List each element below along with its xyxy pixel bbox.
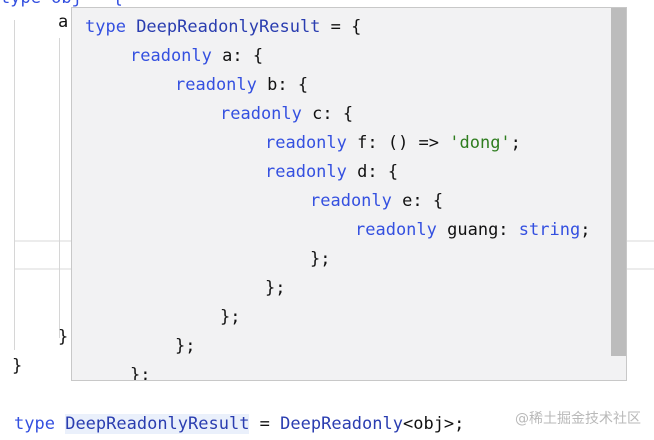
generic-type-name[interactable]: DeepReadonly [280, 414, 403, 434]
code-close-outer[interactable]: } [12, 356, 23, 376]
indent-guide [59, 38, 60, 338]
code-token: b: { [256, 75, 309, 95]
tooltip-code-line: readonly c: { [220, 100, 353, 129]
code-token: readonly [220, 104, 302, 124]
tooltip-code-line: }; [310, 245, 330, 274]
tooltip-code-line: readonly guang: string; [355, 216, 590, 245]
code-token: ; [510, 133, 521, 153]
code-token: type [85, 17, 137, 37]
equals: = [249, 414, 281, 434]
code-token: readonly [130, 46, 212, 66]
code-token: DeepReadonlyResult [136, 17, 321, 37]
code-token: readonly [265, 133, 347, 153]
code-token: = { [320, 17, 362, 37]
code-token: }; [220, 307, 241, 327]
code-token: }; [130, 365, 151, 381]
code-token: f: () => [346, 133, 450, 153]
type-args: <obj>; [402, 414, 465, 434]
watermark: @稀土掘金技术社区 [515, 411, 641, 427]
tooltip-code-line: }; [220, 303, 240, 332]
hover-tooltip: type DeepReadonlyResult = {readonly a: {… [71, 7, 627, 381]
tooltip-code-line: readonly a: { [130, 42, 263, 71]
code-token: readonly [355, 220, 437, 240]
code-token: a: { [211, 46, 264, 66]
tooltip-code-line: }; [130, 361, 151, 381]
code-token: }; [175, 336, 196, 356]
code-token: }; [310, 249, 331, 269]
code-token: readonly [175, 75, 257, 95]
indent-guide [14, 20, 15, 350]
tooltip-code-line: readonly f: () => 'dong'; [265, 129, 521, 158]
tooltip-code-line: readonly b: { [175, 71, 308, 100]
tooltip-code-line: }; [175, 332, 195, 361]
tooltip-scrollbar[interactable] [611, 8, 626, 356]
code-token: c: { [301, 104, 354, 124]
code-token: e: { [391, 191, 444, 211]
code-token: d: { [346, 162, 399, 182]
code-token: readonly [310, 191, 392, 211]
code-line-bottom[interactable]: type DeepReadonlyResult = DeepReadonly<o… [14, 414, 464, 434]
tooltip-code-line: type DeepReadonlyResult = { [85, 13, 361, 42]
code-token: readonly [265, 162, 347, 182]
tooltip-code-line: readonly e: { [310, 187, 443, 216]
code-token: string [518, 220, 581, 240]
code-close-inner[interactable]: } [58, 327, 69, 347]
tooltip-code-line: }; [265, 274, 285, 303]
code-token: }; [265, 278, 286, 298]
code-line-top-partial[interactable]: type obj = { [0, 0, 123, 8]
code-token: ; [580, 220, 591, 240]
type-name-hovered[interactable]: DeepReadonlyResult [65, 414, 250, 434]
tooltip-code-line: readonly d: { [265, 158, 398, 187]
keyword-type: type [14, 414, 55, 434]
code-token: guang: [436, 220, 519, 240]
code-token: 'dong' [449, 133, 511, 153]
code-line-a[interactable]: a [58, 12, 69, 32]
